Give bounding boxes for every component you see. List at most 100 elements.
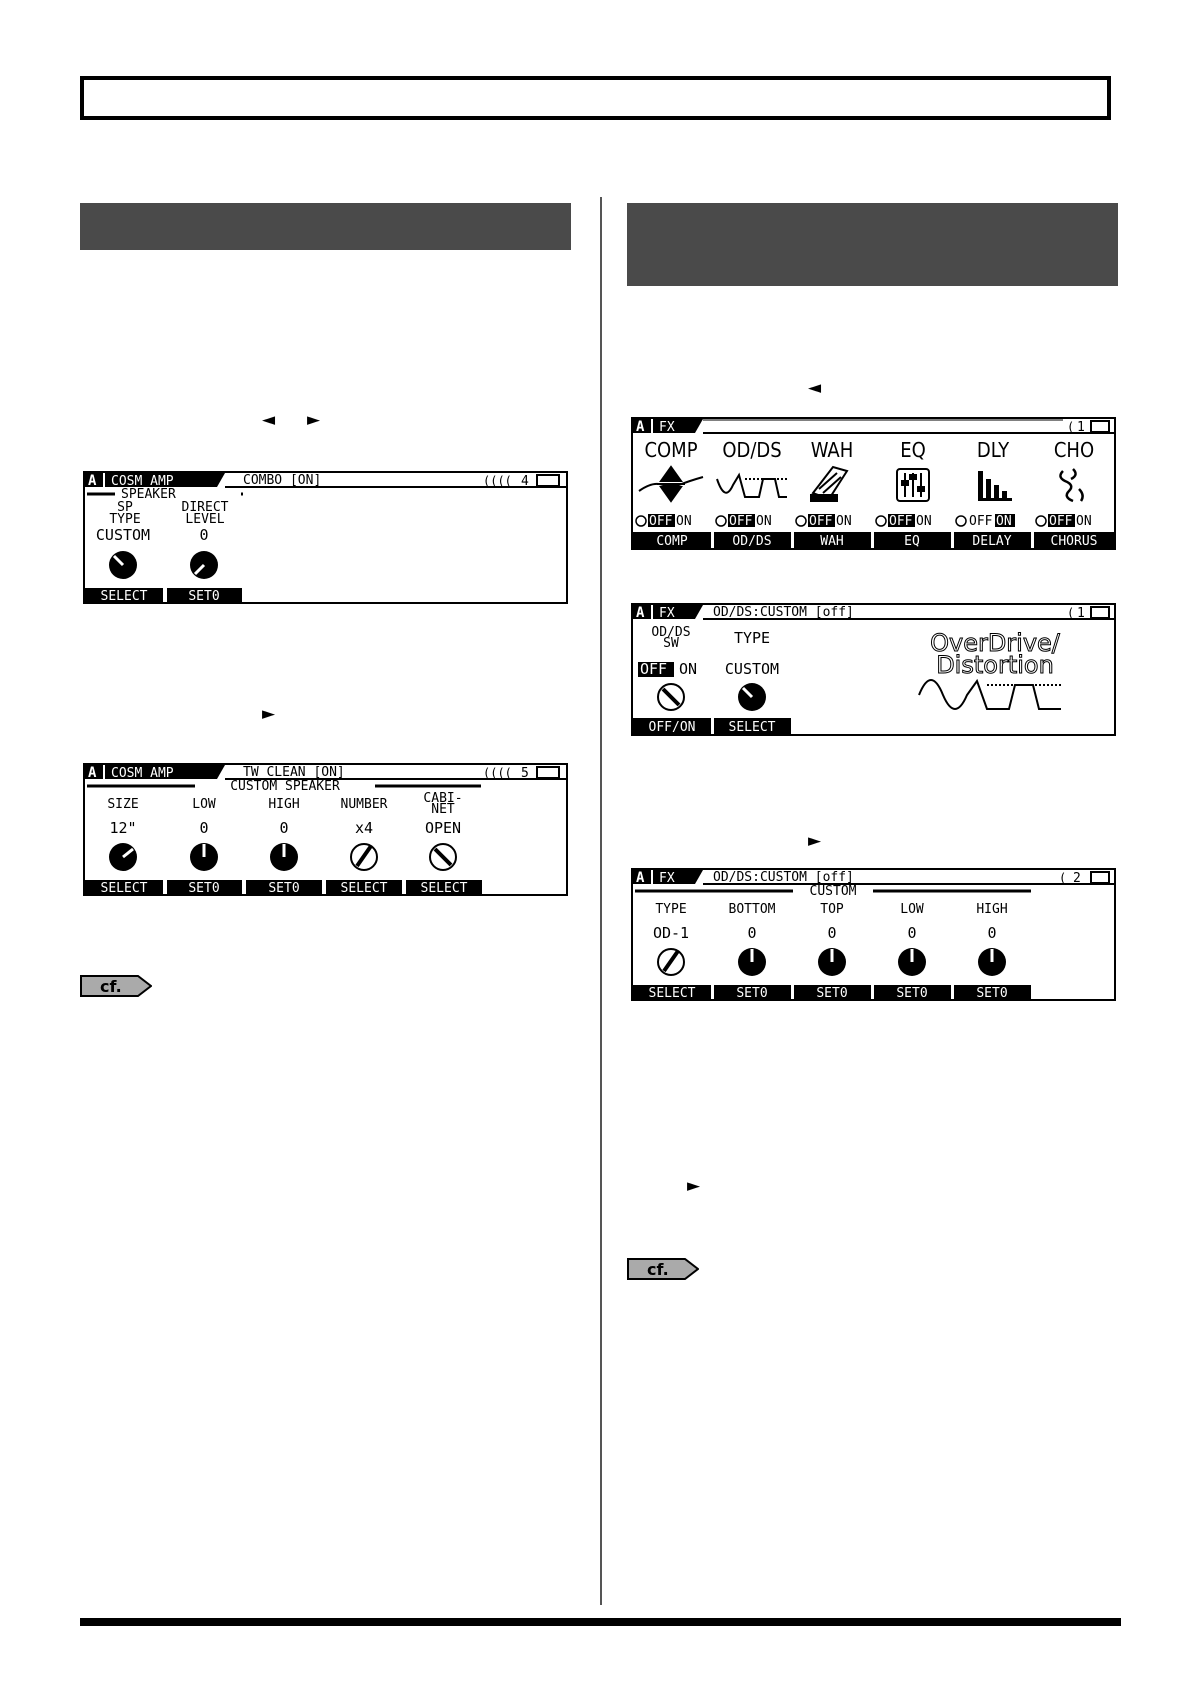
- sp-type-knob[interactable]: [109, 551, 137, 579]
- lcd-text: 0: [199, 819, 208, 837]
- svg-text:(: (: [1067, 420, 1074, 434]
- right-section-header: [627, 203, 1118, 286]
- lcd-text: TW CLEAN [ON]: [243, 765, 345, 780]
- lcd-text: OFF: [649, 514, 673, 529]
- lcd-text: FX: [659, 420, 675, 435]
- lcd-text: OD-1: [653, 924, 689, 942]
- effect-name-cho: CHO: [1054, 438, 1094, 462]
- odds-type-knob[interactable]: [738, 683, 766, 711]
- page-footer-rule: [80, 1618, 1121, 1626]
- cursor-left-icon: ◄: [262, 410, 276, 430]
- cursor-right-icon: ►: [808, 831, 822, 851]
- lcd-text: A: [636, 605, 645, 621]
- lcd-text: OD/DS: [651, 625, 690, 640]
- title-patch: COMBO [ON]: [243, 473, 321, 488]
- lcd-text: NET: [431, 802, 455, 817]
- lcd-text: ON: [916, 514, 932, 529]
- lcd-text: OD/DS:CUSTOM [off]: [713, 870, 854, 885]
- equalizer-icon: [896, 468, 930, 502]
- effect-name-odds: OD/DS: [722, 438, 781, 462]
- lcd-text: 1: [1077, 606, 1085, 621]
- cursor-right-icon: ►: [307, 410, 321, 430]
- distortion-wave-icon: [918, 678, 1061, 710]
- direct-level-knob[interactable]: [190, 551, 218, 579]
- effect-name-comp: COMP: [644, 438, 697, 462]
- lcd-text: FX: [659, 871, 675, 886]
- lcd-text: OD/DS:CUSTOM [off]: [713, 605, 854, 620]
- low-knob[interactable]: [190, 843, 218, 871]
- select-button: SELECT: [729, 720, 776, 734]
- lcd-text: 0: [827, 924, 836, 942]
- top-knob[interactable]: [818, 948, 846, 976]
- lcd-text: SET0: [268, 881, 299, 894]
- chorus-button: CHORUS: [1051, 534, 1098, 548]
- wah-button: WAH: [820, 534, 843, 548]
- lcd-text: TYPE: [109, 512, 140, 527]
- svg-text:((((: ((((: [483, 474, 512, 488]
- lcd-text: 2: [1073, 871, 1081, 886]
- effect-name-dly: DLY: [977, 438, 1010, 462]
- lcd-text: CUSTOM SPEAKER: [230, 779, 340, 794]
- compressor-icon: [638, 465, 704, 503]
- lcd-text: ON: [676, 514, 692, 529]
- lcd-text: TYPE: [655, 902, 686, 917]
- lcd-text: A: [88, 765, 97, 781]
- lcd-text: CUSTOM: [810, 884, 857, 899]
- odds-sw-off: OFF: [640, 660, 667, 678]
- lcd-text: FX: [659, 606, 675, 621]
- lcd-text: LOW: [900, 902, 924, 917]
- lcd-text: x4: [355, 819, 373, 837]
- sp-type-value: CUSTOM: [96, 526, 150, 544]
- lcd-text: SIZE: [107, 797, 138, 812]
- lcd-text: SET0: [816, 986, 847, 999]
- effect-title-line1: OverDrive/: [930, 629, 1061, 657]
- cabinet-knob[interactable]: [429, 843, 457, 871]
- lcd-text: SW: [663, 636, 679, 651]
- low-knob[interactable]: [898, 948, 926, 976]
- lcd-screen-custom: A FX OD/DS:CUSTOM [off] ( 2 CUSTOM TYPE …: [631, 868, 1116, 1001]
- lcd-text: SET0: [896, 986, 927, 999]
- cross-reference-icon: cf.: [627, 1258, 699, 1280]
- type-knob[interactable]: [657, 948, 685, 976]
- odds-type-value: CUSTOM: [725, 660, 779, 678]
- lcd-text: SET0: [188, 881, 219, 894]
- high-knob[interactable]: [270, 843, 298, 871]
- odds-sw-on: ON: [679, 660, 697, 678]
- lcd-text: HIGH: [976, 902, 1007, 917]
- lcd-text: cf.: [647, 1260, 669, 1279]
- lcd-text: OFF: [969, 514, 993, 529]
- section-label: SPEAKER: [121, 487, 176, 502]
- lcd-text: TYPE: [734, 629, 770, 647]
- delay-button: DELAY: [972, 534, 1011, 548]
- lcd-text: SET0: [976, 986, 1007, 999]
- lcd-text: COSM AMP: [111, 766, 174, 781]
- lcd-text: SP: [117, 500, 133, 515]
- lcd-text: 0: [747, 924, 756, 942]
- comp-button: COMP: [656, 534, 687, 548]
- high-knob[interactable]: [978, 948, 1006, 976]
- direct-level-value: 0: [199, 526, 208, 544]
- odds-sw-knob[interactable]: [657, 683, 685, 711]
- bottom-knob[interactable]: [738, 948, 766, 976]
- svg-text:(: (: [1067, 606, 1074, 620]
- delay-icon: [978, 471, 1012, 501]
- eq-button: EQ: [904, 534, 920, 548]
- svg-text:(: (: [1059, 871, 1066, 885]
- size-knob[interactable]: [109, 843, 137, 871]
- lcd-text: HIGH: [268, 797, 299, 812]
- cursor-right-icon: ►: [262, 704, 276, 724]
- lcd-screen-fx: A FX ( 1 COMP OD/DS WAH EQ DLY CHO: [631, 417, 1116, 550]
- number-knob[interactable]: [350, 843, 378, 871]
- off-on-button: OFF/ON: [649, 720, 696, 734]
- lcd-text: 12": [109, 819, 136, 837]
- wah-pedal-icon: [810, 465, 849, 502]
- lcd-text: 5: [521, 766, 529, 781]
- lcd-text: TOP: [820, 902, 844, 917]
- lcd-text: SELECT: [649, 986, 696, 999]
